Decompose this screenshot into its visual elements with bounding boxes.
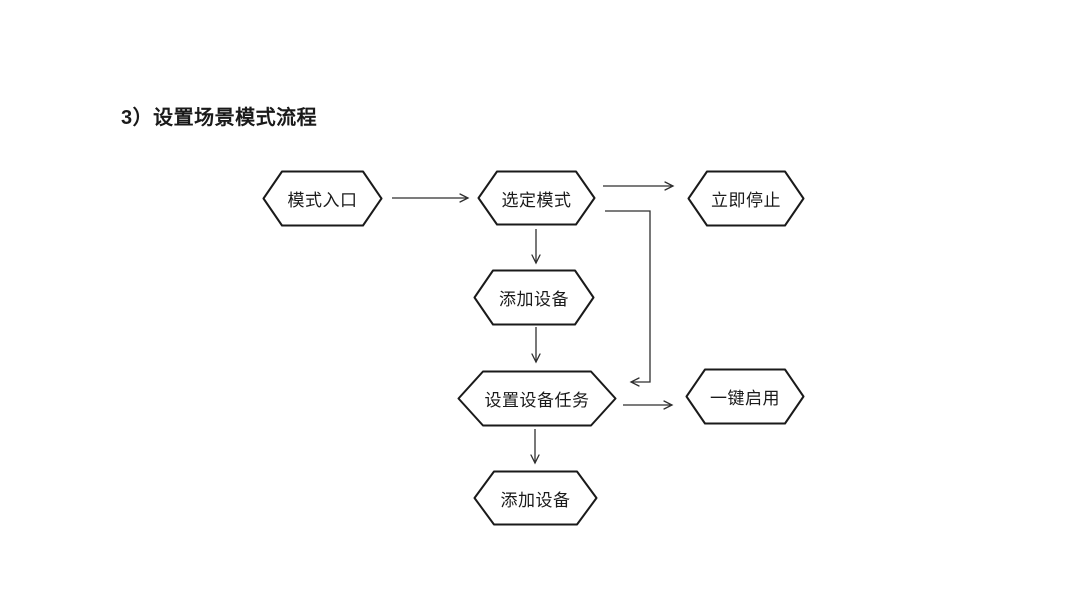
node-label-stop-immediately: 立即停止 bbox=[711, 191, 781, 210]
node-label-add-device-2: 添加设备 bbox=[500, 490, 571, 510]
node-select-mode: 选定模式 bbox=[477, 170, 596, 226]
edge-select-mode-to-set-device-tasks bbox=[605, 210, 651, 387]
hexagon-shape bbox=[473, 269, 595, 326]
hexagon-shape bbox=[262, 170, 383, 227]
node-label-set-device-tasks: 设置设备任务 bbox=[484, 391, 590, 410]
node-label-select-mode: 选定模式 bbox=[501, 190, 572, 210]
hexagon-shape bbox=[457, 370, 617, 427]
hexagon-shape bbox=[685, 368, 805, 425]
node-label-mode-entry: 模式入口 bbox=[287, 191, 358, 210]
node-set-device-tasks: 设置设备任务 bbox=[457, 370, 617, 427]
hexagon-shape bbox=[473, 470, 598, 526]
page-title: 3）设置场景模式流程 bbox=[121, 107, 318, 129]
node-add-device-2: 添加设备 bbox=[473, 470, 598, 526]
node-label-add-device-1: 添加设备 bbox=[499, 290, 569, 309]
hexagon-shape bbox=[687, 170, 805, 227]
node-add-device-1: 添加设备 bbox=[473, 269, 595, 326]
node-one-key-enable: 一键启用 bbox=[685, 368, 805, 425]
node-mode-entry: 模式入口 bbox=[262, 170, 383, 227]
node-label-one-key-enable: 一键启用 bbox=[710, 389, 780, 408]
hexagon-shape bbox=[477, 170, 596, 226]
node-stop-immediately: 立即停止 bbox=[687, 170, 805, 227]
